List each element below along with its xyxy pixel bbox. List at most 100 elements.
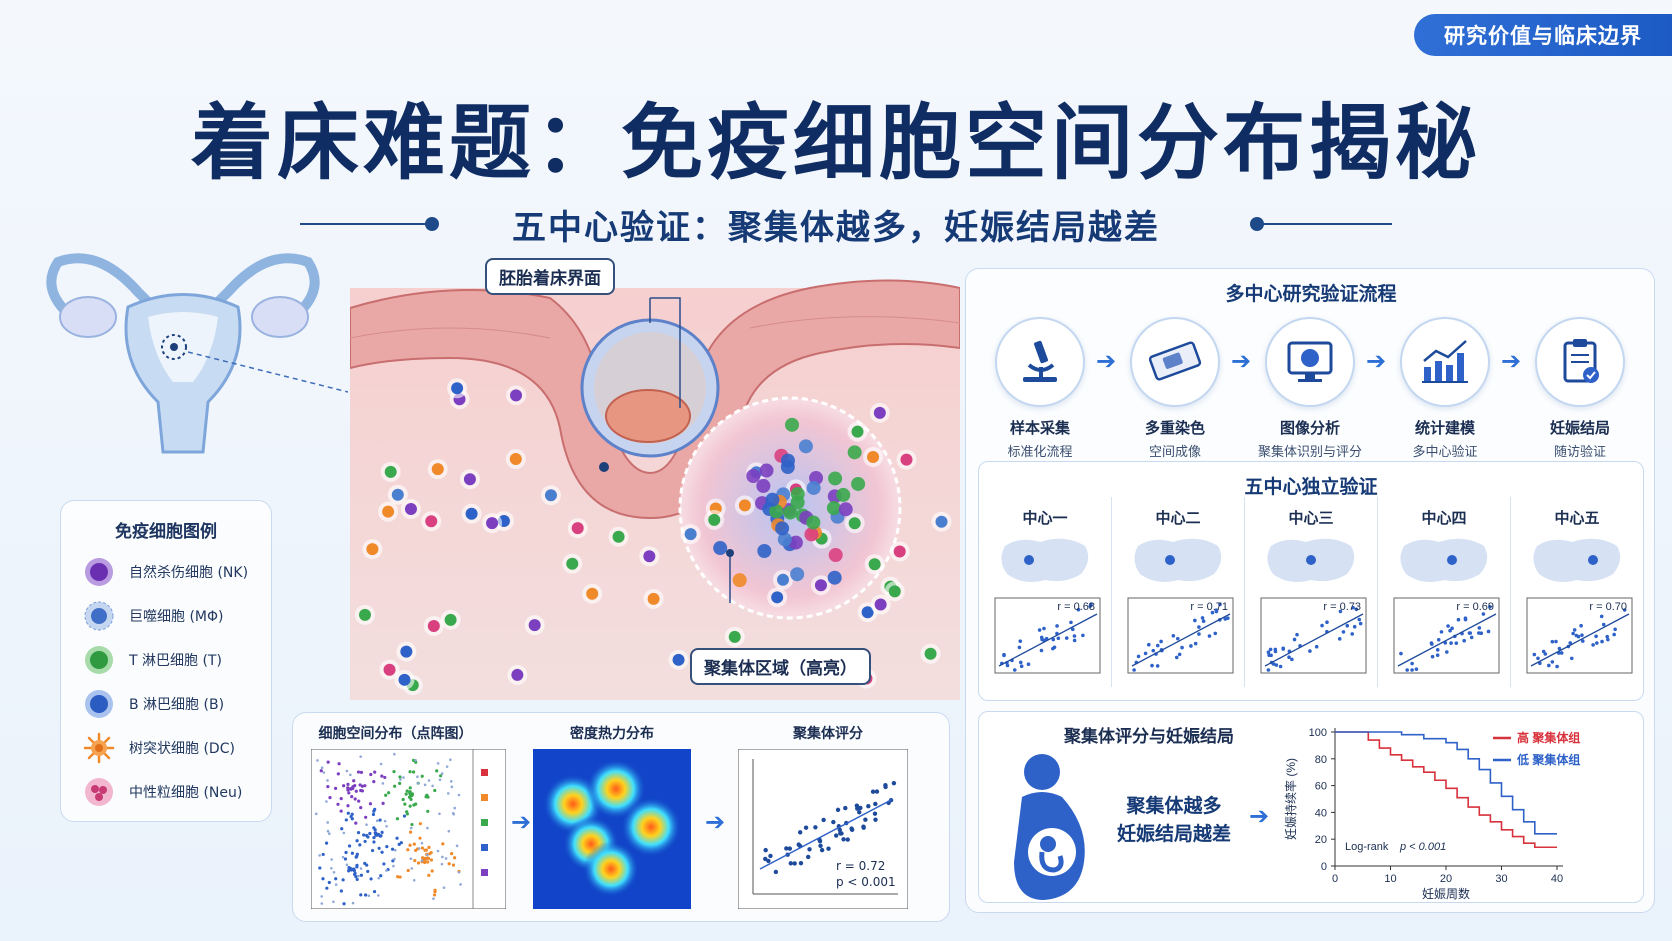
x-tick-label: 0 [1332,873,1338,885]
center-scatter-point [1308,649,1312,653]
dot-map-point [440,862,444,866]
dot-map-point [324,841,329,845]
location-pin-icon [1165,555,1175,565]
center-scatter-point [1197,632,1201,636]
dot-map-point [328,795,332,800]
dot-map-point [341,878,345,882]
center-scatter-point [1555,664,1559,669]
cluster-cell [798,439,813,454]
center-scatter-point [1088,604,1093,608]
center-scatter-point [1469,635,1474,640]
center-scatter-point [1055,624,1059,628]
legend-label: 树突状细胞 (DC) [129,741,235,757]
center-scatter-point [1005,663,1010,668]
cluster-cell [713,541,728,556]
score-point [845,837,850,842]
center-fit-line [1264,613,1364,667]
left-ovary [59,296,117,338]
dot-map-point [429,858,434,862]
center-scatter-point [1292,637,1297,642]
cluster-cell [806,480,821,495]
page-title: 着床难题：免疫细胞空间分布揭秘 [190,96,1481,191]
dot-map-point [354,821,358,825]
dot-map-point [372,835,376,840]
x-axis-label: 妊娠周数 [1422,886,1470,901]
dot-map-point [414,802,418,806]
score-point [826,846,831,851]
score-point [857,810,862,815]
dot-map-point [432,897,435,900]
immune-cell [889,541,910,562]
center-scatter-point [1547,663,1551,668]
immune-cell [378,501,399,522]
center-scatter-point [1579,623,1583,628]
center-scatter-point [1445,650,1449,654]
dot-map-point [408,770,412,774]
dot-map-point [326,829,330,833]
survival-curve-low [1335,731,1557,835]
dot-map-point [408,843,412,847]
immune-cell [844,513,865,534]
center-name: 中心三 [1288,509,1334,527]
center-scatter-point [1314,644,1319,649]
workflow-title: 多中心研究验证流程 [1225,283,1397,305]
center-scatter-point [1599,614,1604,619]
center-scatter-point [1155,664,1160,668]
center-scatter-point [1218,602,1222,607]
center-scatter-point [1278,664,1283,669]
center-scatter-point [1606,637,1610,642]
dot-map-point [404,792,408,796]
center-scatter-point [1557,646,1562,651]
center-scatter-point [1612,632,1616,637]
immune-cell [461,503,482,524]
dot-map-point [326,779,329,782]
log-rank-p-value: p < 0.001 [1399,841,1446,853]
immune-cell [608,526,629,547]
dot-map-point [325,886,329,890]
score-point [863,817,868,822]
dot-map-point [366,869,370,874]
immune-cell [427,459,448,480]
immune-cell [668,649,689,670]
score-point [813,825,818,830]
center-scatter-point [1488,605,1492,609]
center-scatter-point [1477,626,1482,630]
immune-cell [567,518,588,539]
outcome-message: 聚集体越多 妊娠结局越差 [1099,792,1249,848]
score-point [788,861,794,866]
score-point [763,856,768,862]
center-scatter-point [1594,634,1598,639]
heatmap-title: 密度热力分布 [570,726,654,742]
dot-map-point [381,782,385,785]
china-map-icon [1001,538,1089,582]
dendritic-cell-icon [83,732,115,764]
center-scatter-point [1207,634,1212,638]
immune-cell [773,569,794,590]
dot-map-point [436,762,440,765]
dot-map-point [414,848,418,853]
cluster-cell [746,469,761,484]
b-cell-icon [85,690,113,718]
center-scatter-point [1320,623,1324,628]
score-point [866,804,871,809]
immune-cell [704,509,725,530]
dot-map-point [375,819,379,823]
center-scatter-point [1267,653,1271,658]
cluster-cell [851,476,866,491]
dot-map-point [347,844,352,848]
dot-map-point [420,841,424,845]
dot-map-point [411,758,416,762]
dot-map-point [430,869,434,873]
cluster-cell [788,535,803,550]
legend-item-macrophage: 巨噬细胞 (MΦ) [83,594,271,638]
center-scatter-point [1337,637,1342,641]
score-point [843,805,848,811]
dot-map-point [436,849,440,853]
center-scatter-point [1018,660,1023,665]
pregnant-woman-icon [1014,754,1085,900]
score-point [831,819,836,825]
arrow-right-icon: ➔ [1096,347,1117,375]
dot-map-point [394,848,397,852]
